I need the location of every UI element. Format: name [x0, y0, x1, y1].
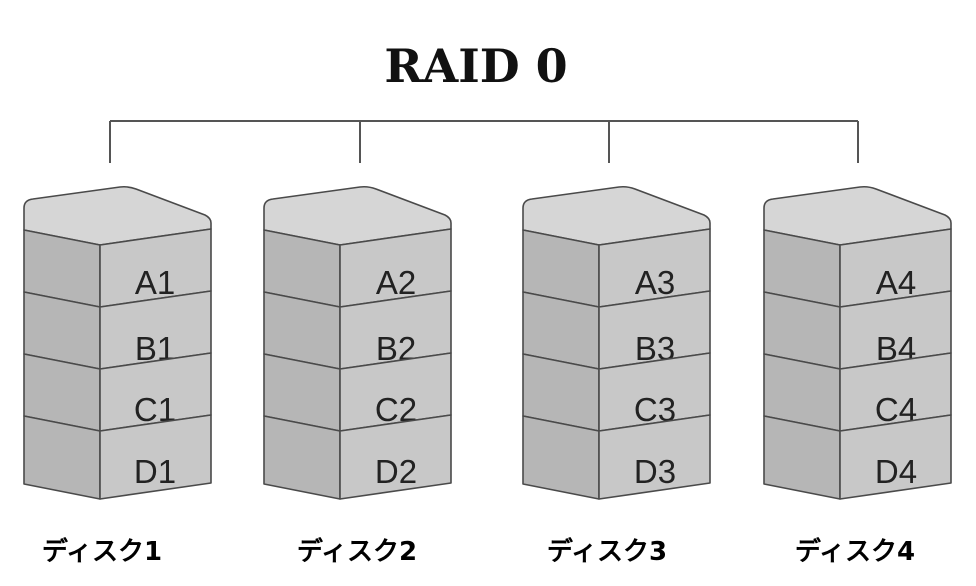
disk-stack-1: A1 B1 C1 D1: [23, 185, 212, 500]
connector-lines: [109, 120, 859, 163]
block-label: A2: [376, 264, 416, 301]
stack-top-face: [263, 185, 452, 246]
block-d1: D1: [23, 414, 212, 500]
disk-label-1: ディスク1: [42, 536, 162, 567]
disk-stack-2: A2 B2 C2 D2: [263, 185, 452, 500]
block-front-face: [99, 414, 212, 500]
block-label: D3: [634, 453, 676, 490]
block-front-face: [839, 414, 952, 500]
stack-top-face: [763, 185, 952, 246]
block-a4: A4: [763, 228, 952, 308]
block-side-face: [263, 415, 341, 500]
block-front-face: [339, 414, 452, 500]
block-d2: D2: [263, 414, 452, 500]
stack-top-face: [522, 185, 711, 246]
block-label: D1: [134, 453, 176, 490]
stack-top-face: [23, 185, 212, 246]
block-c1: C1: [23, 352, 212, 432]
block-label: D2: [375, 453, 417, 490]
block-label: A1: [135, 264, 175, 301]
block-d3: D3: [522, 414, 711, 500]
block-b4: B4: [763, 290, 952, 370]
disk-stack-4: A4 B4 C4 D4: [763, 185, 952, 500]
block-label: A4: [876, 264, 916, 301]
disk-label-3: ディスク3: [547, 536, 667, 567]
block-side-face: [23, 415, 101, 500]
disk-label-2: ディスク2: [297, 536, 417, 567]
block-c2: C2: [263, 352, 452, 432]
block-side-face: [522, 415, 600, 500]
block-b1: B1: [23, 290, 212, 370]
block-b3: B3: [522, 290, 711, 370]
block-a2: A2: [263, 228, 452, 308]
disk-label-4: ディスク4: [795, 536, 915, 567]
block-a3: A3: [522, 228, 711, 308]
block-front-face: [598, 414, 711, 500]
block-d4: D4: [763, 414, 952, 500]
block-side-face: [763, 415, 841, 500]
block-label: A3: [635, 264, 675, 301]
diagram-title: RAID 0: [384, 39, 567, 93]
disk-stack-3: A3 B3 C3 D3: [522, 185, 711, 500]
block-label: D4: [875, 453, 917, 490]
